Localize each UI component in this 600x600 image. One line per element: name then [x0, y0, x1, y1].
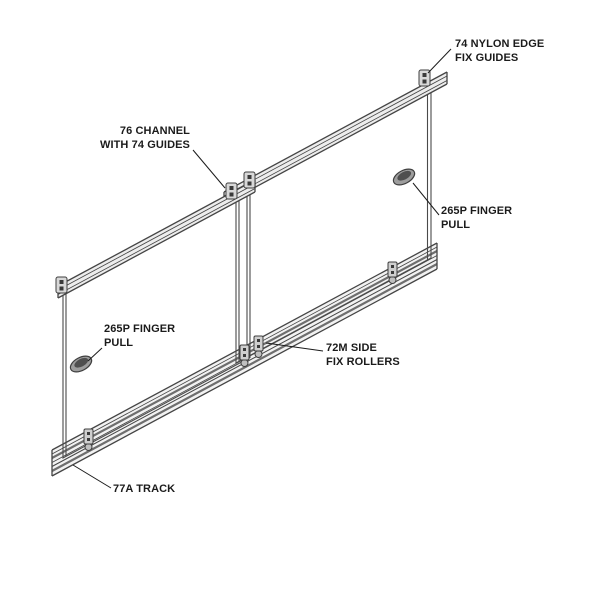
nylon-edge-fix-guide-mid-lower: [225, 182, 238, 200]
label-channel-with-guides: 76 CHANNEL WITH 74 GUIDES: [99, 125, 190, 151]
label-finger-pull-right: 265P FINGER PULL: [441, 205, 513, 231]
leader-finger-pull-right: [412, 182, 440, 216]
label-side-fix-rollers: 72M SIDE FIX ROLLERS: [326, 342, 400, 368]
leader-nylon-guides: [427, 48, 452, 74]
nylon-edge-fix-guide-left: [55, 276, 68, 294]
side-fix-roller-1: [83, 428, 94, 451]
top-channel-rear: [223, 71, 448, 205]
label-finger-pull-left: 265P FINGER PULL: [104, 323, 176, 349]
nylon-edge-fix-guide-mid-upper: [243, 171, 256, 189]
finger-pull-right: [392, 168, 416, 186]
side-fix-roller-3: [253, 335, 264, 358]
side-fix-roller-4: [387, 261, 398, 284]
nylon-edge-fix-guide-right: [418, 69, 431, 87]
leader-lines: [72, 48, 452, 489]
side-fix-roller-2: [239, 344, 250, 367]
leader-track: [72, 464, 112, 489]
leader-rollers: [265, 342, 324, 352]
leader-finger-pull-left: [87, 347, 103, 362]
top-channel-front: [57, 179, 256, 299]
leader-channel: [192, 149, 226, 189]
finger-pull-left: [69, 355, 93, 373]
label-nylon-edge-fix-guides: 74 NYLON EDGE FIX GUIDES: [455, 38, 545, 64]
label-track: 77A TRACK: [113, 483, 176, 495]
